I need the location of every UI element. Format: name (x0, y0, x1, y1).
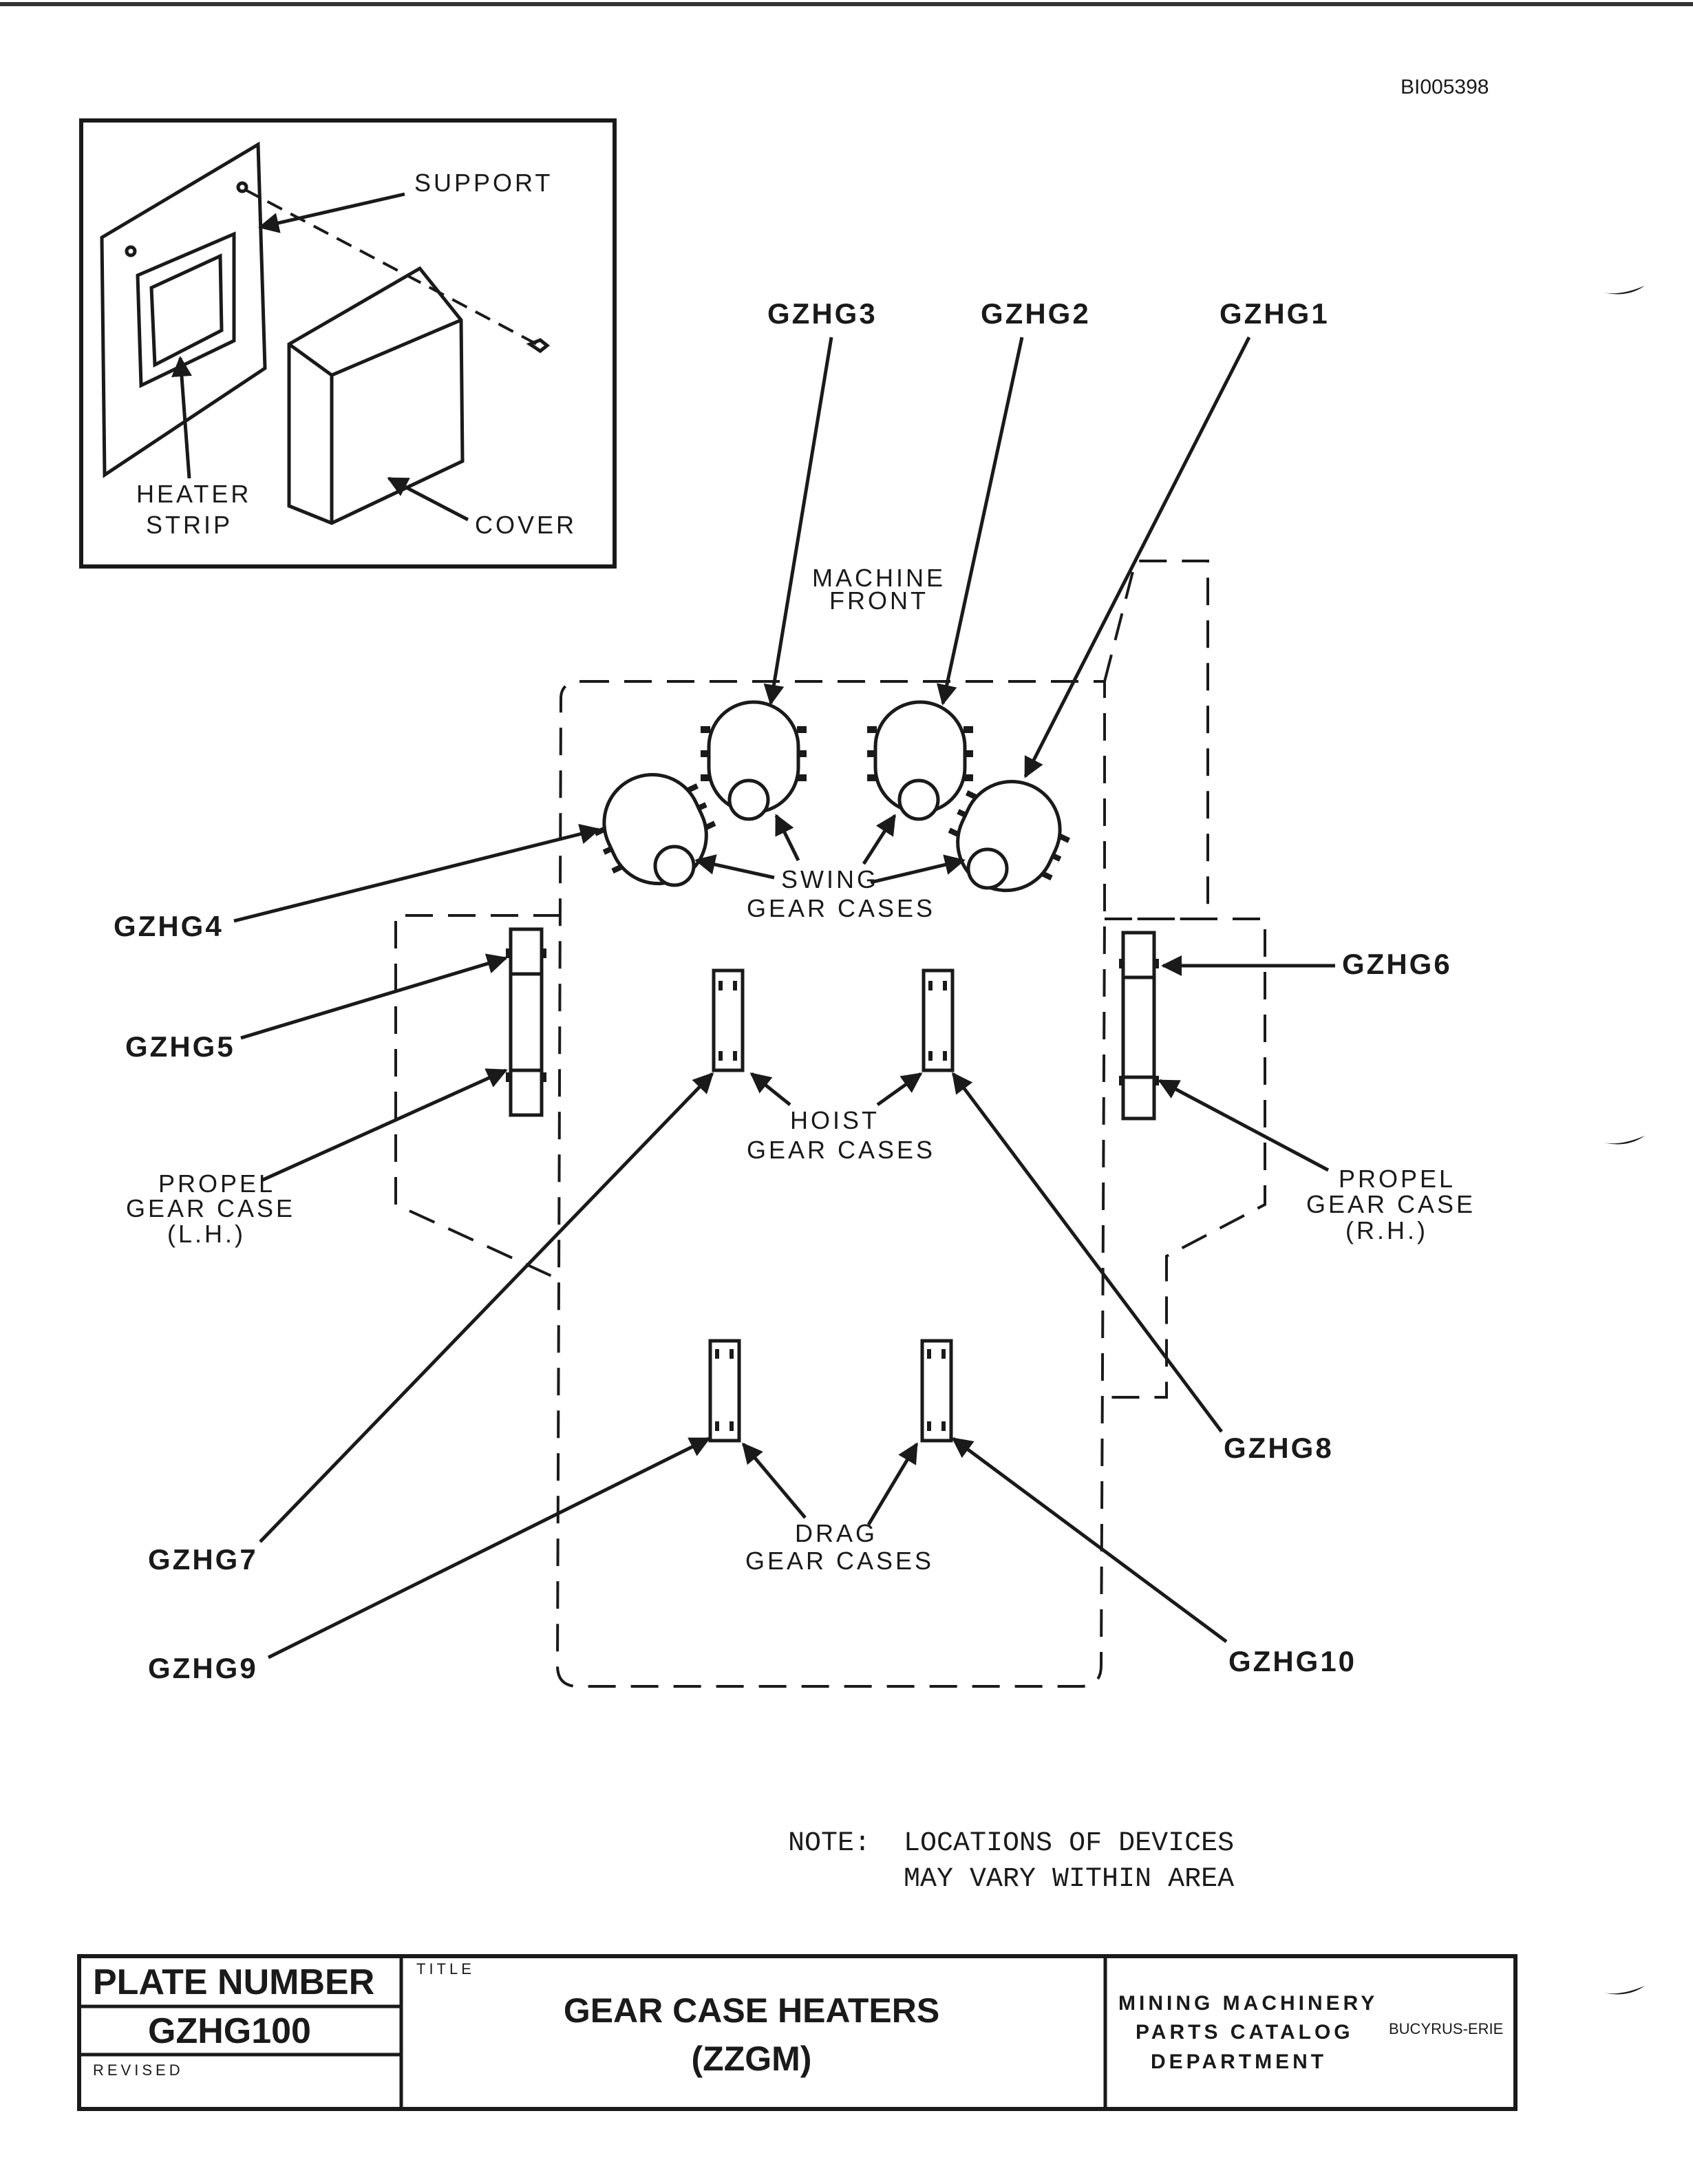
propel-lh-arrow (260, 1068, 508, 1183)
machine-outline: MACHINE FRONT (394, 560, 1266, 1688)
plate-number: GZHG100 (148, 2011, 311, 2051)
propel-gear-cases: PROPEL GEAR CASE (L.H.) PROPEL GEAR CASE… (126, 927, 1476, 1248)
heater-strip-label-1: HEATER (136, 480, 251, 508)
callout-gzhg10: GZHG10 (1228, 1645, 1356, 1677)
swing-pinion-center-right (897, 778, 940, 821)
cover-leader (387, 476, 469, 522)
heater-strip-inner (149, 253, 224, 368)
note-line-2: MAY VARY WITHIN AREA (904, 1864, 1234, 1895)
support-label: SUPPORT (414, 169, 553, 197)
callout-gzhg9: GZHG9 (148, 1652, 258, 1684)
note-line-1: NOTE: LOCATIONS OF DEVICES (788, 1828, 1234, 1859)
drag-gear-case-left (708, 1339, 741, 1443)
support-hole-left (125, 245, 137, 257)
inset-detail: SUPPORT HEATER STRIP COVER (79, 118, 617, 569)
swing-label-2: GEAR CASES (747, 894, 935, 922)
margin-mark-3 (1604, 1986, 1645, 1995)
swing-arrow-2 (774, 814, 800, 862)
support-leader (258, 192, 405, 233)
hoist-gear-cases: HOIST GEAR CASES (712, 968, 955, 1164)
title-label: TITLE (416, 1960, 475, 1978)
swing-pinion-center-left (727, 778, 770, 821)
drag-arrow-left (742, 1442, 807, 1519)
company-name: BUCYRUS-ERIE (1389, 2020, 1503, 2037)
propel-rh-arrow (1158, 1079, 1330, 1172)
propel-gear-case-rh (1121, 931, 1156, 1121)
callout-gzhg3: GZHG3 (767, 297, 877, 330)
plate-number-label: PLATE NUMBER (93, 1962, 374, 2002)
leader-gzhg5a (240, 953, 508, 1040)
heater-strip-label-2: STRIP (146, 511, 233, 539)
leader-gzhg9 (267, 1436, 711, 1660)
inset-frame (79, 118, 617, 569)
title-block-frame (77, 1954, 1518, 2111)
callout-gzhg8: GZHG8 (1224, 1432, 1334, 1464)
leader-gzhg2 (937, 337, 1024, 706)
drag-arrow-right (866, 1442, 919, 1526)
document-id: BI005398 (1401, 76, 1489, 98)
bolt-line (244, 188, 537, 346)
callout-gzhg1: GZHG1 (1220, 297, 1330, 330)
right-upper-outline (1103, 560, 1209, 920)
leader-gzhg8 (952, 1072, 1223, 1433)
dept-line-3: DEPARTMENT (1151, 2050, 1327, 2073)
right-track-outline (1105, 918, 1266, 1399)
cover-label: COVER (475, 511, 577, 539)
hoist-gear-case-right (922, 968, 955, 1072)
swing-pinion-left (653, 845, 696, 887)
left-track-outline (394, 914, 562, 1282)
callout-gzhg2: GZHG2 (981, 297, 1091, 330)
hoist-gear-case-left (712, 968, 745, 1072)
cover-front (287, 266, 465, 525)
propel-lh-label-2: GEAR CASE (126, 1194, 295, 1222)
callout-gzhg6: GZHG6 (1342, 948, 1452, 980)
title-block: PLATE NUMBER GZHG100 REVISED TITLE GEAR … (77, 1954, 1518, 2111)
dept-line-2: PARTS CATALOG (1136, 2021, 1354, 2044)
machine-front-label-2: FRONT (829, 586, 928, 615)
bolt (526, 338, 551, 354)
propel-lh-label-1: PROPEL (158, 1169, 275, 1198)
propel-rh-label-3: (R.H.) (1345, 1216, 1428, 1244)
propel-lh-label-3: (L.H.) (167, 1220, 246, 1248)
leader-gzhg1 (1023, 336, 1251, 778)
swing-pinion-right (966, 847, 1009, 890)
margin-mark-2 (1604, 1136, 1645, 1145)
revised-label: REVISED (93, 2061, 184, 2079)
swing-label-1: SWING (781, 865, 879, 893)
callout-gzhg4: GZHG4 (114, 910, 224, 942)
main-body-outline (555, 680, 1106, 1688)
heater-strip-leader (171, 356, 192, 479)
dept-line-1: MINING MACHINERY (1118, 1992, 1378, 2015)
machine-front-label-1: MACHINE (812, 564, 946, 592)
leader-gzhg7 (259, 1072, 714, 1543)
margin-mark-1 (1604, 286, 1645, 295)
hoist-arrow-left (749, 1072, 791, 1106)
callout-gzhg7: GZHG7 (148, 1543, 258, 1576)
leader-gzhg4 (233, 824, 601, 923)
swing-arrow-4 (870, 854, 966, 884)
drag-label-1: DRAG (795, 1519, 877, 1547)
drag-gear-cases: DRAG GEAR CASES (708, 1339, 953, 1575)
leader-gzhg10 (951, 1436, 1228, 1644)
propel-rh-label-2: GEAR CASE (1306, 1190, 1476, 1218)
hoist-arrow-right (876, 1072, 923, 1107)
propel-gear-case-lh (509, 927, 544, 1117)
drag-gear-case-right (920, 1339, 953, 1443)
title-line-1: GEAR CASE HEATERS (564, 1991, 939, 2030)
leader-gzhg3 (763, 337, 833, 706)
hoist-label-2: GEAR CASES (747, 1136, 935, 1164)
hoist-label-1: HOIST (790, 1106, 880, 1134)
propel-rh-label-1: PROPEL (1339, 1165, 1456, 1193)
swing-gear-cases: SWING GEAR CASES (594, 700, 1070, 922)
title-line-2: (ZZGM) (692, 2039, 812, 2078)
swing-arrow-1 (694, 854, 775, 880)
callout-gzhg5: GZHG5 (125, 1030, 235, 1063)
swing-gear-case-center-right (867, 700, 973, 814)
swing-arrow-3 (862, 814, 897, 865)
drag-label-2: GEAR CASES (745, 1547, 934, 1575)
device-callouts: GZHG3 GZHG2 GZHG1 GZHG4 GZHG5 GZHG6 GZHG… (114, 297, 1452, 1684)
